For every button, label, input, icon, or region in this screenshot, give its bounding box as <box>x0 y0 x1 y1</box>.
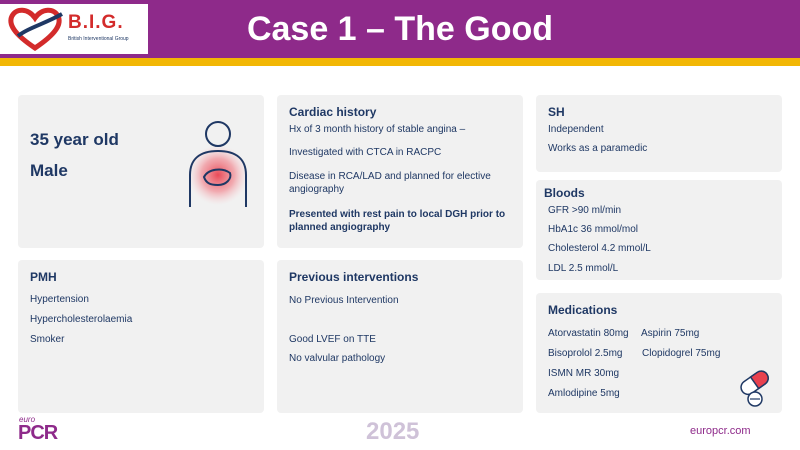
medication-item: Bisoprolol 2.5mg <box>548 348 623 359</box>
pmh-card: PMH Hypertension Hypercholesterolaemia S… <box>18 260 264 413</box>
bloods-heading: Bloods <box>544 186 585 200</box>
sh-heading: SH <box>548 105 565 119</box>
medication-item: ISMN MR 30mg <box>548 368 620 379</box>
cardiac-history-heading: Cardiac history <box>289 105 377 119</box>
cardiac-history-line: Hx of 3 month history of stable angina – <box>289 124 466 135</box>
medication-item: Atorvastatin 80mg <box>548 328 629 339</box>
patient-sex: Male <box>30 161 68 180</box>
footer-year: 2025 <box>366 418 420 445</box>
previous-interventions-line: No Previous Intervention <box>289 295 399 306</box>
medications-card: Medications Atorvastatin 80mg Aspirin 75… <box>536 293 782 413</box>
cardiac-history-line: Investigated with CTCA in RACPC <box>289 147 442 158</box>
medication-item: Aspirin 75mg <box>641 328 700 339</box>
bloods-line: GFR >90 ml/min <box>548 205 622 216</box>
pills-icon <box>740 370 769 407</box>
cardiac-history-line: planned angiography <box>289 222 391 233</box>
bloods-line: LDL 2.5 mmol/L <box>548 263 619 274</box>
bloods-line: HbA1c 36 mmol/mol <box>548 224 639 235</box>
previous-interventions-heading: Previous interventions <box>289 270 419 284</box>
pmh-line: Hypertension <box>30 294 89 305</box>
medication-item: Amlodipine 5mg <box>548 388 620 399</box>
heart-logo-icon <box>8 7 63 52</box>
pmh-heading: PMH <box>30 270 57 284</box>
sh-card: SH Independent Works as a paramedic <box>536 95 782 172</box>
medications-heading: Medications <box>548 303 618 317</box>
previous-interventions-card: Previous interventions No Previous Inter… <box>277 260 523 413</box>
header-accent-bar <box>0 58 800 66</box>
europcr-logo-pcr: PCR <box>18 422 58 444</box>
pmh-line: Hypercholesterolaemia <box>30 314 133 325</box>
bloods-card: Bloods GFR >90 ml/min HbA1c 36 mmol/mol … <box>536 180 782 280</box>
sh-line: Independent <box>548 124 604 135</box>
bloods-line: Cholesterol 4.2 mmol/L <box>548 243 651 254</box>
logo-text: B.I.G. <box>68 12 124 33</box>
page-title: Case 1 – The Good <box>246 10 554 48</box>
previous-interventions-line: Good LVEF on TTE <box>289 334 376 345</box>
cardiac-history-line: Presented with rest pain to local DGH pr… <box>289 209 506 220</box>
cardiac-history-card: Cardiac history Hx of 3 month history of… <box>277 95 523 248</box>
europcr-logo-euro: euro <box>19 415 36 424</box>
previous-interventions-line: No valvular pathology <box>289 353 386 364</box>
big-logo: B.I.G. British Interventional Group <box>0 4 148 54</box>
cardiac-history-line: angiography <box>289 184 345 195</box>
patient-age: 35 year old <box>30 130 119 149</box>
sh-line: Works as a paramedic <box>548 143 648 154</box>
chest-pain-icon <box>188 121 248 207</box>
pmh-line: Smoker <box>30 334 65 345</box>
cardiac-history-line: Disease in RCA/LAD and planned for elect… <box>289 171 491 182</box>
footer-url[interactable]: europcr.com <box>690 425 751 437</box>
patient-card: 35 year old Male <box>18 95 264 248</box>
logo-subtitle: British Interventional Group <box>68 36 129 42</box>
medication-item: Clopidogrel 75mg <box>642 348 721 359</box>
